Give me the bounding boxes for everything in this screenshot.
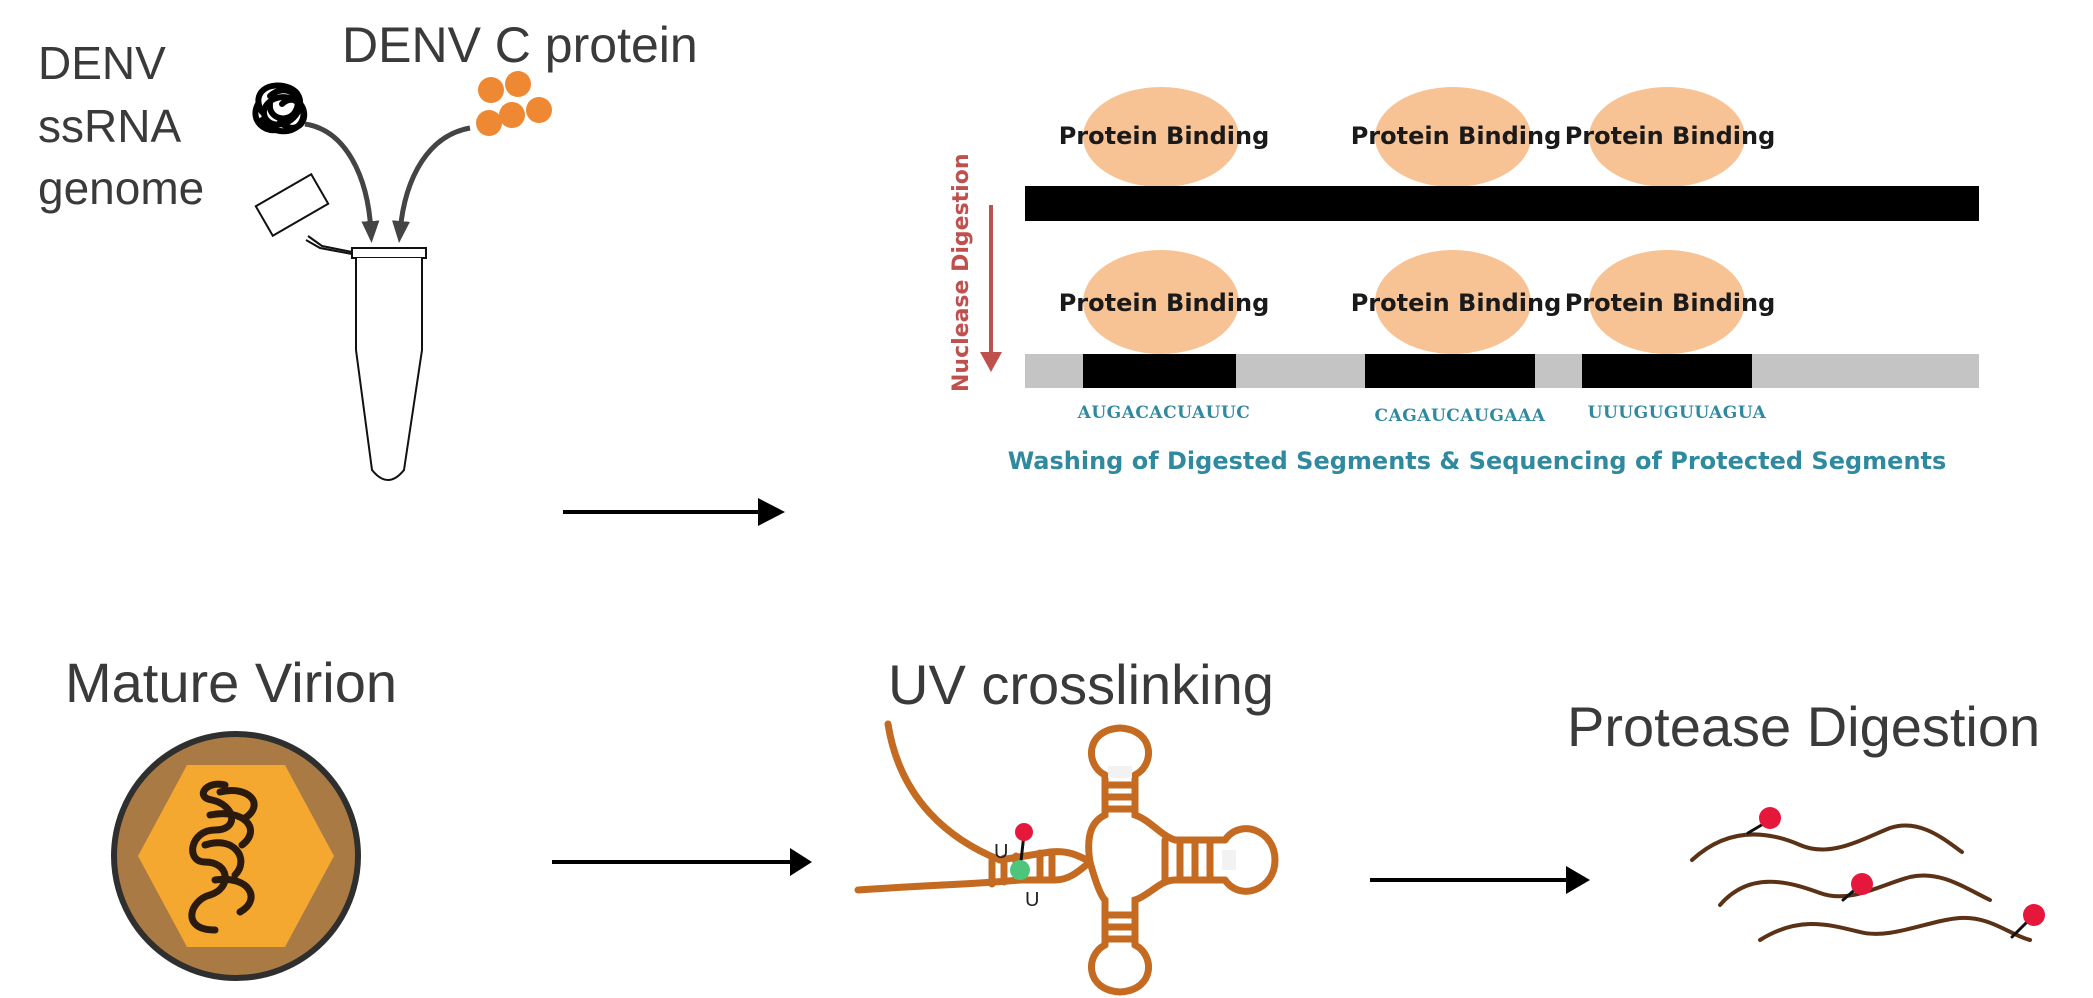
rna-tangle-icon	[252, 82, 308, 135]
protein-binding-label: Protein Binding	[1059, 289, 1270, 317]
protein-to-tube-arrow	[392, 125, 471, 243]
rna-secondary-structure-icon	[854, 720, 1279, 996]
mature-virion-label: Mature Virion	[65, 651, 398, 714]
protein-binding-label: Protein Binding	[1565, 289, 1776, 317]
crosslink-adduct	[1759, 807, 1781, 829]
digested-rna-panel: Protein Binding Protein Binding Protein …	[1008, 250, 1979, 475]
denv-genome-label-line3: genome	[38, 162, 205, 214]
uridine-label: U	[1025, 889, 1039, 911]
crosslink-adduct	[1851, 873, 1873, 895]
protected-segment	[1582, 354, 1752, 388]
process-arrow-3-head	[1566, 866, 1590, 894]
virion-icon	[111, 731, 361, 981]
nuclease-arrow-head	[980, 352, 1002, 372]
highlight-patch	[1222, 850, 1236, 870]
protein-dots-icon	[476, 71, 552, 136]
protein-binding-label: Protein Binding	[1059, 122, 1270, 150]
intact-rna-panel: Protein Binding Protein Binding Protein …	[1025, 87, 1979, 221]
denv-genome-label-line2: ssRNA	[38, 100, 182, 152]
denv-genome-label-line1: DENV	[38, 37, 166, 89]
intact-rna-bar	[1025, 186, 1979, 221]
denv-c-protein-label: DENV C protein	[342, 17, 698, 73]
protein-binding-label: Protein Binding	[1351, 122, 1562, 150]
sequence-label: AUGACACUAUUC	[1077, 403, 1251, 423]
crosslink-adduct	[2023, 904, 2045, 926]
sequence-label: CAGAUCAUGAAA	[1375, 406, 1546, 426]
protected-segment	[1083, 354, 1236, 388]
uv-crosslinking-label: UV crosslinking	[888, 653, 1274, 716]
nuclease-digestion-label: Nuclease Digestion	[949, 154, 974, 393]
uridine-label: U	[994, 841, 1008, 863]
highlight-patch	[1108, 766, 1132, 778]
protein-binding-label: Protein Binding	[1565, 122, 1776, 150]
protein-binding-label: Protein Binding	[1351, 289, 1562, 317]
protected-segment	[1365, 354, 1535, 388]
sequence-label: UUUGUGUUAGUA	[1588, 403, 1767, 423]
microcentrifuge-tube-icon	[254, 172, 427, 481]
process-arrow-1-head	[758, 498, 785, 526]
washing-caption: Washing of Digested Segments & Sequencin…	[1008, 447, 1947, 475]
crosslink-site-icon: U U	[994, 823, 1039, 911]
genome-to-tube-arrow	[304, 121, 380, 243]
process-arrow-2-head	[790, 848, 812, 876]
protease-digestion-label: Protease Digestion	[1567, 695, 2041, 758]
